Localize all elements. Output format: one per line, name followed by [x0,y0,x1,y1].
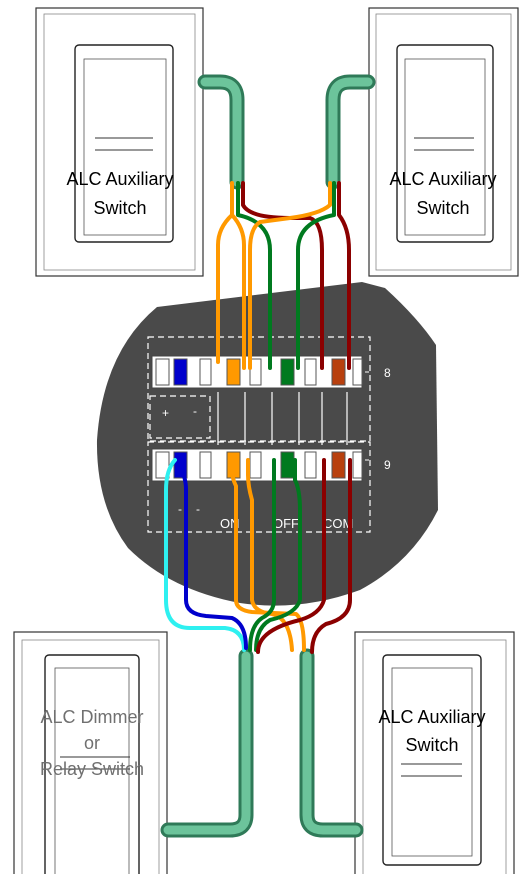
wire-red-tr-8 [337,181,351,370]
switch-bottom-right-label-1: ALC Auxiliary [378,707,485,727]
wire-green-tr-8 [296,181,336,370]
wire-red-9a [256,458,326,654]
wire-orange-tl-8b [230,213,246,370]
off-label: OFF [273,516,299,531]
column-separators [217,392,348,445]
terminal-8-orange [226,358,241,386]
switch-top-left-label-1: ALC Auxiliary [66,169,173,189]
terminal-9-red [331,451,346,479]
switch-top-left: ALC Auxiliary Switch [35,7,204,277]
polarity-plus-label: + [162,406,169,420]
terminal-frame-top [147,336,371,442]
switch-top-right-label-1: ALC Auxiliary [389,169,496,189]
wire-green-9a [248,458,277,652]
terminal-frame-bottom [147,441,371,533]
switch-top-left-label-2: Switch [93,198,146,218]
terminal-row-9 [151,448,363,482]
bottom-minus-1-label: - [178,502,182,516]
polarity-minus-label: - [193,404,197,418]
wire-orange-tr-8 [248,181,332,370]
row-number-8: 8 [384,366,391,380]
switch-bottom-left-label-1: ALC Dimmer [40,707,143,727]
terminal-8-red [331,358,346,386]
switch-bottom-left-label-2: or [84,733,100,753]
wires [164,181,352,654]
switch-bottom-left-label-3: Relay Switch [40,759,144,779]
row-number-9: 9 [384,458,391,472]
terminal-8-blue [173,358,188,386]
wire-green-tl-8 [236,181,272,370]
polarity-box [149,395,211,439]
wire-blue-9 [178,458,248,650]
switch-top-right-label-2: Switch [416,198,469,218]
wire-cyan-9 [164,458,246,652]
switch-bottom-right: ALC Auxiliary Switch [354,631,515,874]
terminal-row-8 [151,355,363,389]
wire-red-9b [310,458,352,654]
cable-jackets [160,74,376,838]
switch-top-right: ALC Auxiliary Switch [368,7,519,277]
wire-green-9b [254,458,302,652]
switch-bottom-right-label-2: Switch [405,735,458,755]
terminal-8-green [280,358,295,386]
com-label: COM [323,516,353,531]
switch-bottom-left: ALC Dimmer or Relay Switch [13,631,168,874]
wire-orange-9a [230,458,306,652]
bottom-minus-2-label: - [196,502,200,516]
terminal-9-green [280,451,295,479]
